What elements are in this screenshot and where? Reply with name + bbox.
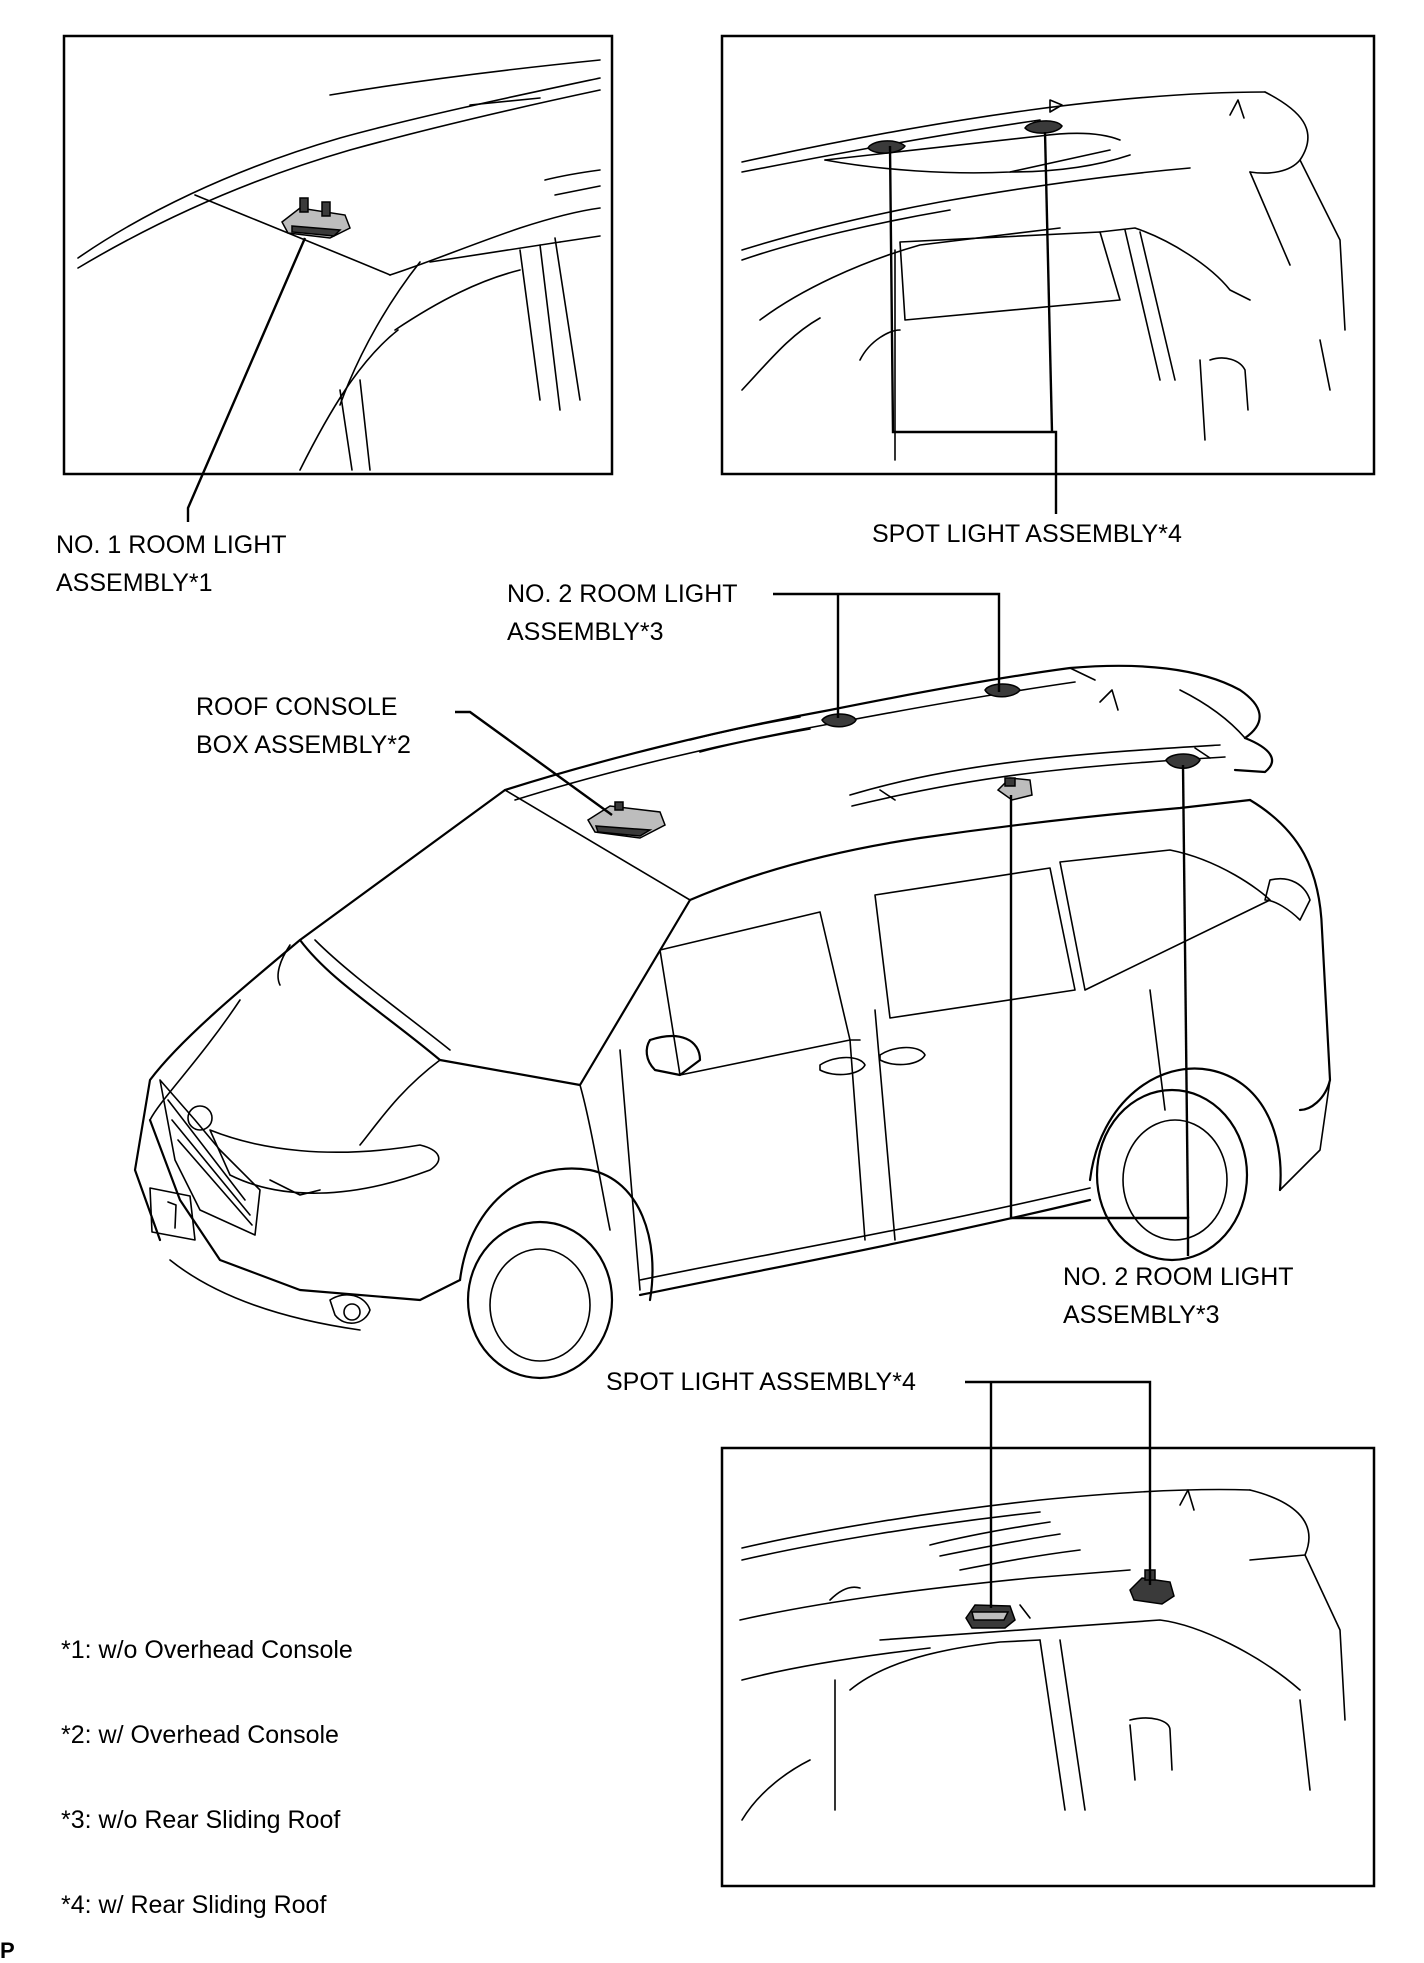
corner-mark: P [0, 1938, 15, 1963]
note-2: *2: w/ Overhead Console [61, 1721, 339, 1749]
label-roof-console-line2: BOX ASSEMBLY*2 [196, 731, 411, 759]
footnotes: *1: w/o Overhead Console *2: w/ Overhead… [61, 1636, 353, 1919]
inset-top-right [720, 34, 1376, 476]
spot-light-parts-bottom [965, 1569, 1175, 1629]
leader-no2-room-light-bottom [1009, 795, 1190, 1256]
inset-top-left [62, 34, 614, 476]
no2-room-light-part-side-a [996, 777, 1033, 801]
main-view-parts [586, 683, 1201, 839]
inset-bottom-right-frame [720, 1446, 1376, 1888]
note-4: *4: w/ Rear Sliding Roof [61, 1891, 326, 1919]
label-no2-room-light-top-line2: ASSEMBLY*3 [507, 618, 664, 646]
no2-room-light-part-front [821, 713, 857, 728]
no2-room-light-part-rear [984, 683, 1021, 698]
label-no2-room-light-bottom-line1: NO. 2 ROOM LIGHT [1063, 1263, 1294, 1291]
label-no1-room-light-line2: ASSEMBLY*1 [56, 569, 213, 597]
callout-labels: NO. 1 ROOM LIGHT ASSEMBLY*1 SPOT LIGHT A… [56, 520, 1294, 1396]
roof-console-box-part [586, 801, 666, 839]
label-roof-console-line1: ROOF CONSOLE [196, 693, 397, 721]
no1-room-light-part [281, 197, 351, 239]
note-1: *1: w/o Overhead Console [61, 1636, 353, 1664]
inset-bottom-right [720, 1446, 1376, 1888]
label-spot-light-top: SPOT LIGHT ASSEMBLY*4 [872, 520, 1182, 548]
leader-roof-console [455, 710, 613, 816]
spot-light-parts-top [867, 120, 1063, 154]
label-no1-room-light-line1: NO. 1 ROOM LIGHT [56, 531, 287, 559]
leader-spot-light-top [888, 145, 1058, 514]
leader-no1-room-light [186, 237, 307, 522]
label-no2-room-light-top-line1: NO. 2 ROOM LIGHT [507, 580, 738, 608]
inset-top-right-roof-drawing [741, 91, 1346, 461]
inset-top-left-roof-drawing [77, 59, 601, 471]
note-3: *3: w/o Rear Sliding Roof [61, 1806, 340, 1834]
leader-no2-room-light-top [773, 592, 1001, 692]
no2-room-light-part-side-b [1165, 753, 1201, 769]
label-no2-room-light-bottom-line2: ASSEMBLY*3 [1063, 1301, 1220, 1329]
inset-top-left-frame [62, 34, 614, 476]
leader-spot-light-top-2 [1043, 131, 1054, 433]
inset-top-right-frame [720, 34, 1376, 476]
leader-no2-room-light-bottom-2 [1181, 764, 1190, 1219]
inset-bottom-right-roof-drawing [739, 1488, 1346, 1821]
leader-spot-light-bottom [965, 1380, 1152, 1585]
leader-lines [186, 131, 1190, 1608]
label-spot-light-bottom: SPOT LIGHT ASSEMBLY*4 [606, 1368, 916, 1396]
